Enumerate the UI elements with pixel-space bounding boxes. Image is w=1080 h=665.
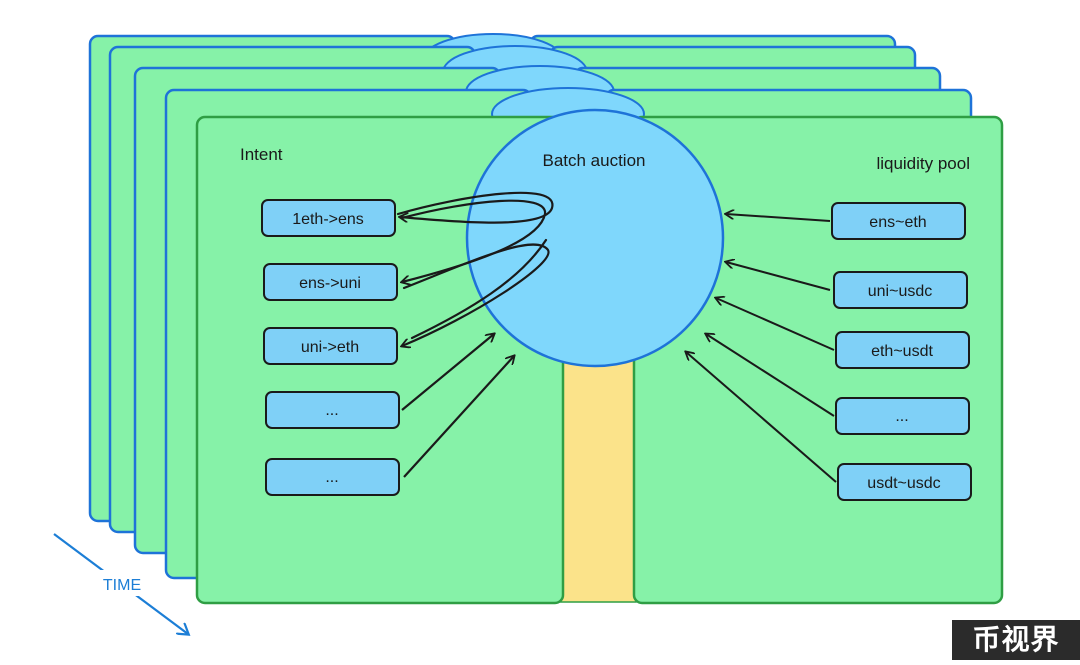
svg-text:ens~eth: ens~eth: [869, 214, 926, 231]
center-gap-strip: [559, 339, 637, 603]
settlement-loops: [396, 191, 554, 346]
pool-item-4: ...: [835, 397, 970, 435]
pool-item-1: ens~eth: [831, 202, 966, 240]
svg-text:ens->uni: ens->uni: [299, 275, 361, 292]
batch-auction-label: Batch auction: [542, 151, 645, 170]
batch-auction-circle: [465, 108, 725, 368]
settlement-loop-1b: [400, 199, 547, 220]
pool-arrows: [686, 214, 837, 483]
intent-arrow-5: [403, 356, 514, 478]
svg-text:uni->eth: uni->eth: [301, 339, 359, 356]
svg-text:...: ...: [895, 408, 908, 425]
settlement-loop-1: [396, 191, 554, 224]
pool-arrow-1: [726, 214, 831, 222]
settlement-loop-2b: [402, 243, 550, 346]
intent-label: Intent: [240, 145, 283, 164]
intent-arrows: [401, 334, 514, 478]
settlement-loop-3: [410, 238, 548, 340]
intent-item-5: ...: [265, 458, 400, 496]
time-axis: TIME: [53, 533, 188, 634]
intent-item-4: ...: [265, 391, 400, 429]
intent-item-3: uni->eth: [263, 327, 398, 365]
intent-item-2: ens->uni: [263, 263, 398, 301]
svg-text:...: ...: [325, 469, 338, 486]
pool-arrow-4: [706, 334, 835, 417]
svg-text:...: ...: [325, 402, 338, 419]
pool-arrow-2: [726, 262, 831, 291]
intent-arrow-4: [401, 334, 494, 411]
svg-text:uni~usdc: uni~usdc: [868, 283, 933, 300]
svg-text:eth~usdt: eth~usdt: [871, 343, 933, 360]
svg-text:1eth->ens: 1eth->ens: [292, 211, 364, 228]
pool-item-5: usdt~usdc: [837, 463, 972, 501]
liquidity-pool-label: liquidity pool: [876, 154, 970, 173]
pool-item-2: uni~usdc: [833, 271, 968, 309]
time-label: TIME: [103, 577, 141, 594]
pool-arrow-5: [686, 352, 837, 483]
intent-item-1: 1eth->ens: [261, 199, 396, 237]
pool-arrow-3: [716, 298, 835, 351]
svg-text:usdt~usdc: usdt~usdc: [867, 475, 940, 492]
pool-item-3: eth~usdt: [835, 331, 970, 369]
watermark-logo: 币视界: [952, 620, 1080, 660]
